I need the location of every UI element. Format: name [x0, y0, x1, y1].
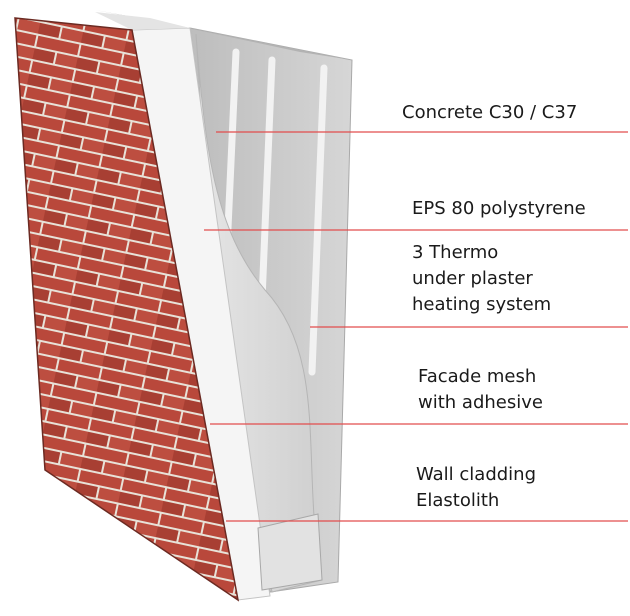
label-mesh: Facade mesh with adhesive [418, 364, 543, 416]
label-thermo: 3 Thermo under plaster heating system [412, 240, 551, 318]
label-mesh-line: Facade mesh [418, 366, 537, 387]
label-mesh-line: with adhesive [418, 392, 543, 413]
label-cladding: Wall cladding Elastolith [416, 462, 536, 514]
label-thermo-line: under plaster [412, 268, 533, 289]
heating-pipe [308, 64, 328, 376]
label-cladding-line: Wall cladding [416, 464, 537, 485]
plinth-block [257, 513, 323, 591]
heating-pipe [258, 56, 276, 304]
label-concrete: Concrete C30 / C37 [402, 100, 577, 126]
label-eps-text: EPS 80 polystyrene [412, 198, 586, 219]
brick-layer [14, 17, 240, 602]
label-thermo-line: heating system [412, 294, 552, 315]
label-cladding-line: Elastolith [416, 490, 500, 511]
label-concrete-text: Concrete C30 / C37 [402, 102, 578, 123]
label-thermo-line: 3 Thermo [412, 242, 499, 263]
eps-top-face [95, 12, 190, 30]
label-eps: EPS 80 polystyrene [412, 196, 586, 222]
leader-lines [204, 131, 628, 522]
concrete-top-face [95, 10, 352, 60]
